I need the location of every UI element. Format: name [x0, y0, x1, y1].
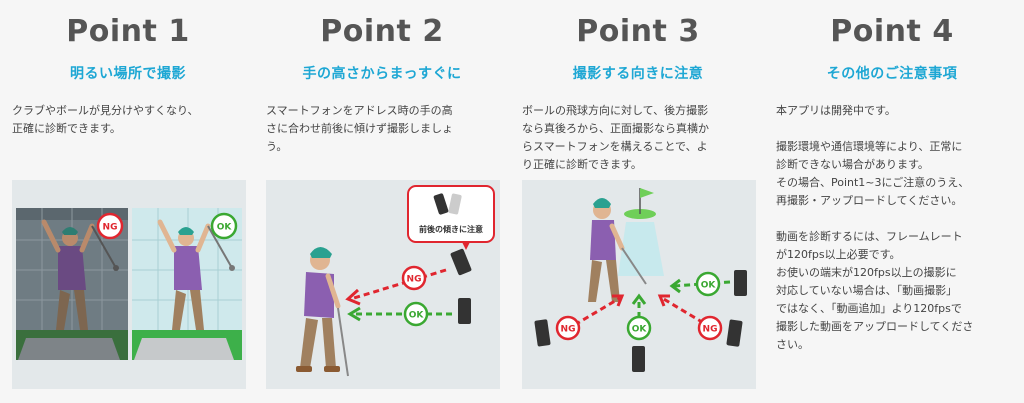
tilted-phone-icon — [450, 248, 472, 276]
phone-icon — [734, 270, 747, 296]
ok-badge-label: OK — [632, 325, 648, 335]
phone-icon — [632, 346, 645, 372]
point-4-subtitle: その他のご注意事項 — [826, 66, 958, 82]
phone-icon — [534, 319, 551, 347]
point-2-body: スマートフォンをアドレス時の手の高 さに合わせ前後に傾けず撮影しましょ う。 — [266, 104, 453, 153]
ng-badge-label: NG — [103, 223, 118, 233]
point-1-body: クラブやボールが見分けやすくなり、 正確に診断できます。 — [12, 104, 199, 135]
point-1-title: Point 1 — [66, 14, 190, 49]
phone-icon — [726, 319, 743, 347]
point-1-illustration: NG — [12, 180, 246, 389]
point-3-column: Point 3 撮影する向きに注意 ボールの飛球方向に対して、後方撮影 なら真後… — [522, 0, 754, 174]
ng-badge-label: NG — [703, 325, 718, 335]
ok-badge-label: OK — [409, 311, 425, 321]
phone-icon — [458, 298, 471, 324]
tilt-warning-bubble: 前後の傾きに注意 — [407, 185, 495, 250]
point-1-column: Point 1 明るい場所で撮影 クラブやボールが見分けやすくなり、 正確に診断… — [12, 0, 244, 138]
point-2-title: Point 2 — [320, 14, 444, 49]
point-4-column: Point 4 その他のご注意事項 本アプリは開発中です。 撮影環境や通信環境等… — [776, 0, 1008, 354]
point-2-illustration: 前後の傾きに注意 NG OK — [266, 180, 500, 389]
tilt-caption: 前後の傾きに注意 — [419, 224, 483, 234]
point-3-title: Point 3 — [576, 14, 700, 49]
bright-photo-ok: OK — [132, 208, 242, 360]
ok-badge-label: OK — [217, 223, 233, 233]
point-2-subtitle: 手の高さからまっすぐに — [302, 66, 462, 82]
point-3-subtitle: 撮影する向きに注意 — [572, 66, 704, 82]
point-1-subtitle: 明るい場所で撮影 — [70, 66, 186, 82]
point-3-body: ボールの飛球方向に対して、後方撮影 なら真後ろから、正面撮影なら真横か らスマー… — [522, 104, 709, 171]
ng-badge-label: NG — [561, 325, 576, 335]
point-4-title: Point 4 — [830, 14, 954, 49]
ok-badge-label: OK — [701, 281, 717, 291]
point-3-illustration: OK NG OK NG — [522, 180, 756, 389]
point-2-column: Point 2 手の高さからまっすぐに スマートフォンをアドレス時の手の高 さに… — [266, 0, 498, 156]
golfer-address — [296, 247, 349, 377]
golfer-swing — [588, 198, 647, 302]
dark-photo-ng: NG — [16, 208, 128, 360]
point-4-body: 本アプリは開発中です。 撮影環境や通信環境等により、正常に 診断できない場合があ… — [776, 104, 974, 351]
ng-badge-label: NG — [407, 275, 422, 285]
